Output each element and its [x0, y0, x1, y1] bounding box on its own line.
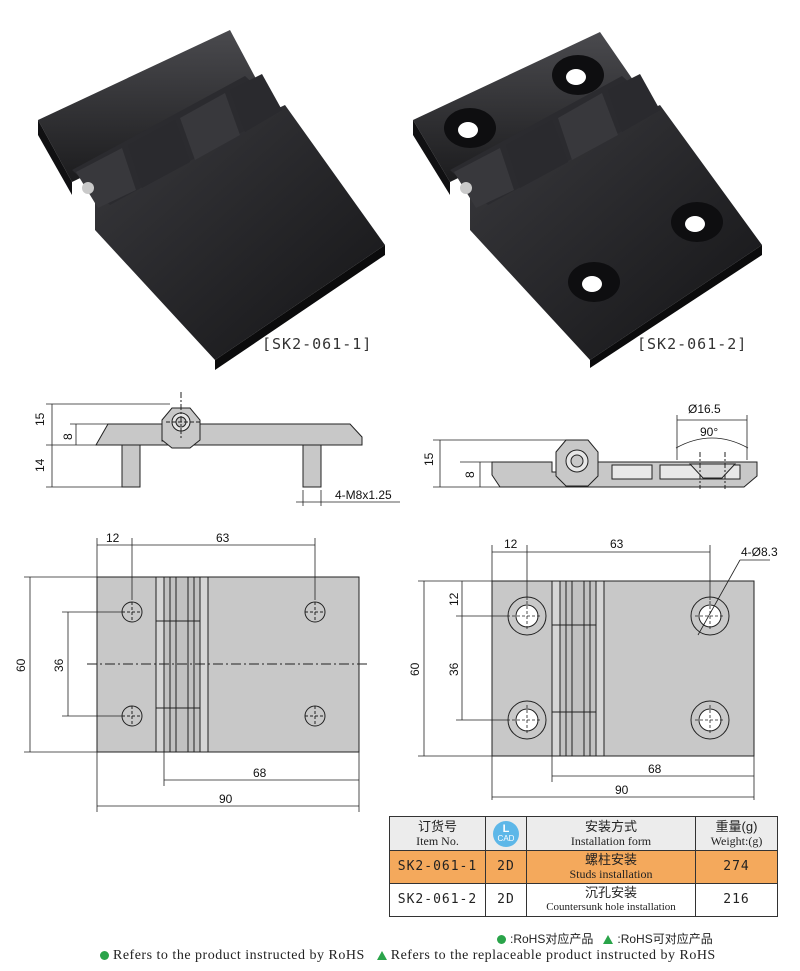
- dim-diameter-16-5: Ø16.5: [688, 402, 721, 416]
- dim-height-15-right: 15: [422, 452, 436, 466]
- countersunk-hole-icon: [552, 55, 604, 95]
- product-image-2: [413, 32, 762, 368]
- dim-90: 90: [219, 792, 233, 806]
- dim-thread: 4-M8x1.25: [335, 488, 392, 502]
- product-caption-1: [SK2-061-1]: [262, 335, 373, 353]
- rohs-dot-icon: [100, 951, 109, 961]
- countersunk-hole-icon: [444, 108, 496, 148]
- dim-hole-8-3: 4-Ø8.3: [741, 545, 778, 559]
- rohs-triangle-icon: [376, 951, 387, 961]
- dim-height-15: 15: [33, 412, 47, 426]
- dim-angle-90: 90°: [700, 425, 718, 439]
- rohs-triangle-icon: [603, 935, 614, 945]
- side-view-right: [433, 415, 758, 489]
- product-caption-2: [SK2-061-2]: [637, 335, 748, 353]
- dim-68-right: 68: [648, 762, 662, 776]
- header-weight: 重量(g)Weight:(g): [695, 816, 778, 851]
- cell-weight: 216: [695, 883, 778, 917]
- countersunk-hole-icon: [568, 262, 620, 302]
- dim-12-right: 12: [504, 537, 518, 551]
- cell-item: SK2-061-1: [389, 850, 486, 884]
- cell-item: SK2-061-2: [389, 883, 486, 917]
- dim-68: 68: [253, 766, 267, 780]
- cell-cad-link[interactable]: 2D: [485, 850, 527, 884]
- legend-cn: :RoHS对应产品 :RoHS可对应产品: [497, 930, 713, 947]
- cell-weight: 274: [695, 850, 778, 884]
- dim-63: 63: [216, 531, 230, 545]
- dim-height-8-right: 8: [463, 471, 477, 478]
- dim-63-right: 63: [610, 537, 624, 551]
- dim-height-8: 8: [61, 433, 75, 440]
- dim-90-right: 90: [615, 783, 629, 797]
- top-view-left: [24, 538, 370, 812]
- dim-36-right: 36: [447, 662, 461, 676]
- dim-60-right: 60: [408, 662, 422, 676]
- side-view-left: [46, 392, 400, 506]
- dim-12-vertical: 12: [447, 592, 461, 606]
- dim-height-14: 14: [33, 458, 47, 472]
- top-view-right: [418, 545, 770, 800]
- rohs-dot-icon: [497, 935, 506, 945]
- dim-60: 60: [14, 658, 28, 672]
- countersunk-hole-icon: [671, 202, 723, 242]
- product-image-1: [38, 30, 385, 370]
- dim-36: 36: [52, 658, 66, 672]
- legend-en: Refers to the product instructed by RoHS…: [100, 948, 716, 964]
- cell-cad-link[interactable]: 2D: [485, 883, 527, 917]
- dim-12: 12: [106, 531, 120, 545]
